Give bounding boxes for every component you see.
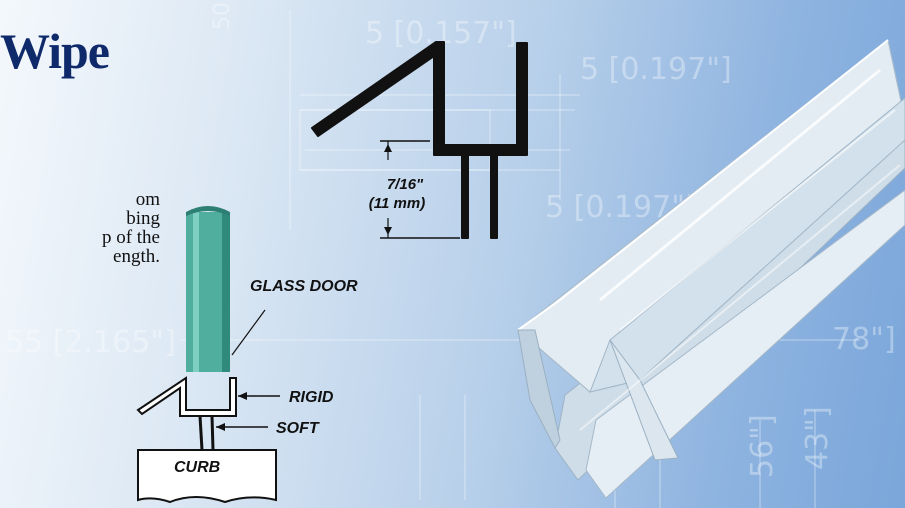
description-line: p of the [101, 227, 160, 248]
label-curb: CURB [174, 459, 220, 476]
wipe-profile-diagram: 7/16" (11 mm) [311, 41, 528, 239]
label-rigid: RIGID [289, 389, 334, 406]
description-line: om [135, 189, 160, 210]
dim-text-4: 55 [2.165"] [5, 325, 176, 360]
dim-text-5: 78"] [832, 322, 896, 357]
dim-text-2: 5 [0.197"] [580, 52, 732, 87]
page-title: Wipe [0, 23, 110, 79]
measurement-mm: (11 mm) [369, 195, 425, 212]
installation-diagram: GLASS DOOR RIGID SOFT CURB [136, 206, 358, 504]
measurement-inch: 7/16" [387, 176, 424, 193]
label-soft: SOFT [276, 420, 320, 437]
vinyl-strip-image [517, 38, 905, 499]
description-line: bing [126, 208, 160, 229]
description-text: om bing p of the ength. [0, 190, 160, 266]
label-glass-door: GLASS DOOR [250, 278, 358, 295]
description-line: ength. [113, 246, 160, 267]
